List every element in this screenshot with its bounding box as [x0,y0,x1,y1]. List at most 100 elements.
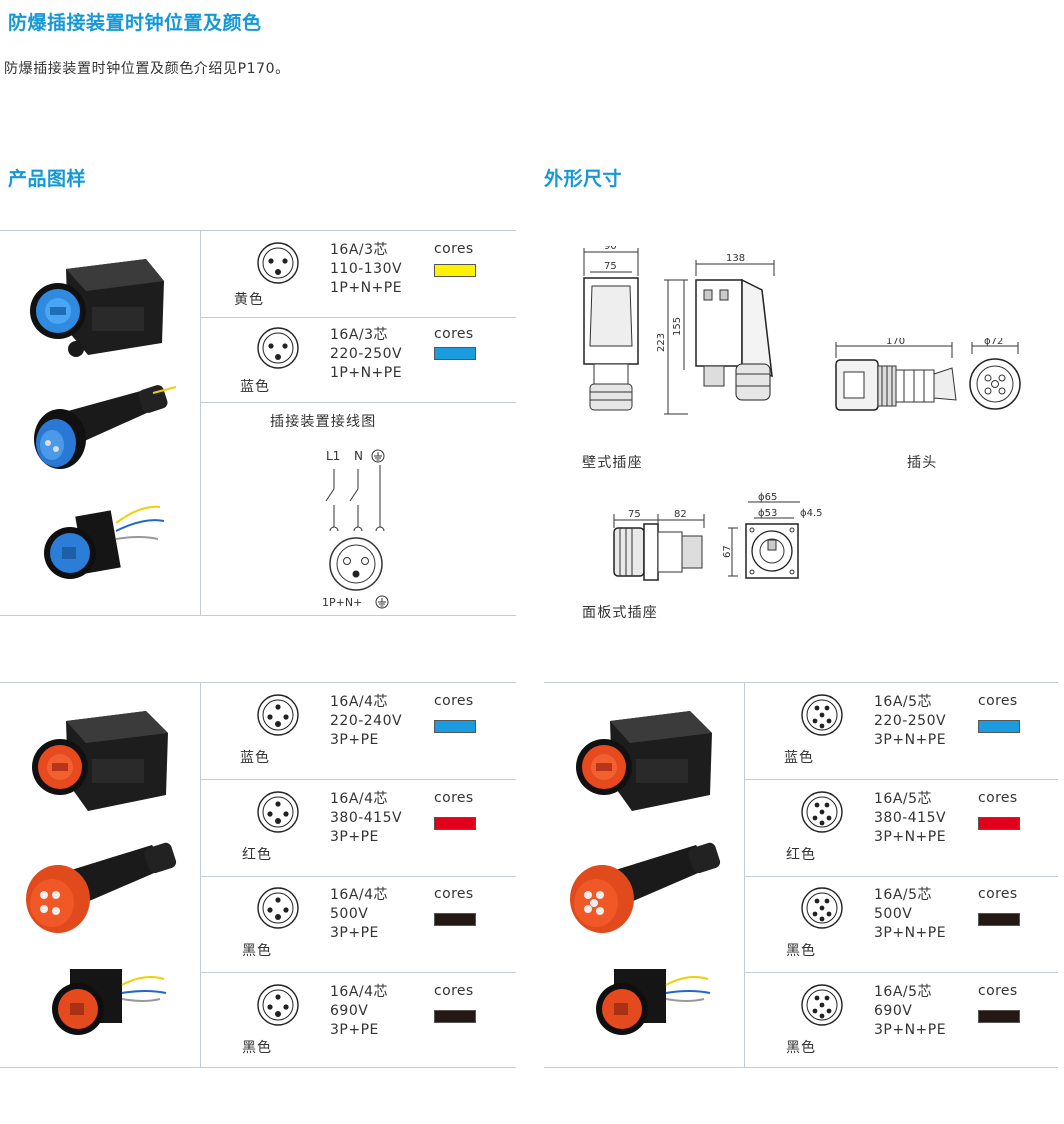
spec-voltage: 500V [874,906,913,922]
spec-voltage: 220-250V [330,346,403,362]
spec-poles: 3P+N+PE [874,732,947,748]
spec-voltage: 380-415V [330,809,403,826]
dim-panel-65: ϕ65 [758,492,777,503]
dim-panel-45: ϕ4.5 [800,508,823,519]
spec-voltage: 500V [330,906,369,922]
spec-text: 16A/3芯 110-130V 1P+N+PE [330,241,402,298]
panel-socket-photo-red [596,969,711,1035]
socket-face-4pin-icon [257,790,299,833]
socket-face-4pin-icon [257,694,299,736]
wall-socket-dimension-drawing: 90 75 138 223 155 [583,246,775,415]
section-title-product: 产品图样 [8,168,87,190]
socket-face-5pin-icon [801,790,843,833]
dim-panel-67: 67 [722,545,733,558]
panel-socket-dimension-drawing: 75 82 67 ϕ65 ϕ53 ϕ4.5 [613,492,823,581]
color-name: 黑色 [786,1039,816,1056]
color-swatch-black [434,1009,476,1023]
cores-label: cores [434,982,474,999]
section-title-dimensions: 外形尺寸 [544,168,623,190]
plug-photo-red [570,842,721,933]
spec-rating: 16A/5芯 [874,790,933,807]
cores-label: cores [434,326,474,342]
spec-poles: 3P+PE [330,925,379,941]
spec-rating: 16A/3芯 [330,327,389,343]
cores-label: cores [434,886,474,902]
spec-voltage: 690V [330,1002,369,1019]
table-row: 黄色 16A/3芯 110-130V 1P+N+PE cores [200,231,516,318]
socket-face-5pin-icon [801,983,843,1026]
spec-poles: 3P+N+PE [874,925,947,941]
spec-poles: 3P+PE [330,1021,379,1038]
plug-label: 插头 [907,455,938,471]
dim-wall-138: 138 [726,253,745,264]
spec-voltage: 690V [874,1002,913,1019]
color-swatch-black [434,913,476,926]
spec-text: 16A/4芯 690V 3P+PE [330,983,388,1040]
dim-panel-82: 82 [674,509,687,520]
wiring-diagram: L1 N 1P+N+ [322,449,389,609]
panel-socket-label: 面板式插座 [582,605,658,621]
color-swatch-red [434,816,476,830]
socket-face-3pin-icon [257,242,299,284]
dim-panel-53: ϕ53 [758,508,777,519]
cores-label: cores [978,693,1018,709]
color-swatch-red [978,816,1020,830]
photo-column-blue [0,231,201,615]
cores-label: cores [978,982,1018,999]
spec-text: 16A/4芯 220-240V 3P+PE [330,693,402,750]
color-swatch-blue [978,720,1020,733]
spec-voltage: 220-240V [330,713,403,729]
spec-poles: 3P+PE [330,732,379,748]
cores-label: cores [978,886,1018,902]
socket-face-5pin-icon [801,694,843,736]
spec-rating: 16A/4芯 [330,983,389,1000]
color-name: 红色 [786,846,816,863]
color-name: 黑色 [786,943,816,959]
dim-plug-72: ϕ72 [984,338,1003,347]
color-swatch-black [978,1009,1020,1023]
socket-face-3pin-icon [257,327,299,369]
dim-wall-75: 75 [604,261,617,272]
page-title: 防爆插接装置时钟位置及颜色 [8,12,262,34]
color-name: 蓝色 [240,379,270,395]
dim-wall-90: 90 [604,246,617,252]
plug-photo-red [26,842,177,933]
spec-poles: 1P+N+PE [330,365,403,381]
photo-column-red-5pin [544,683,745,1067]
color-name: 蓝色 [240,750,270,766]
spec-rating: 16A/4芯 [330,790,389,807]
color-name: 黑色 [242,943,272,959]
panel-socket-photo-blue [44,505,165,579]
table-3-pin: 黄色 16A/3芯 110-130V 1P+N+PE cores 蓝色 16A/… [0,230,516,616]
cores-label: cores [978,789,1018,806]
color-name: 黑色 [242,1039,272,1056]
spec-poles: 3P+N+PE [874,1021,947,1038]
intro-text: 防爆插接装置时钟位置及颜色介绍见P170。 [4,61,290,77]
panel-socket-photo-red [52,969,167,1035]
dim-panel-75: 75 [628,509,641,520]
wall-socket-photo-red [576,711,712,811]
color-name: 黄色 [234,292,264,308]
table-row: 黑色 16A/4芯 690V 3P+PE cores [200,973,516,1069]
wiring-label-l1: L1 [326,449,340,463]
cores-label: cores [434,789,474,806]
wiring-diagram-title: 插接装置接线图 [270,414,377,430]
spec-rating: 16A/4芯 [330,694,389,710]
spec-poles: 1P+N+PE [330,280,403,296]
socket-face-5pin-icon [801,887,843,929]
wall-socket-label: 壁式插座 [582,455,643,471]
wiring-diagram-row: 插接装置接线图 L1 N 1P+N+ [200,403,516,615]
color-swatch-blue [434,347,476,360]
wall-socket-photo-red [32,711,168,811]
